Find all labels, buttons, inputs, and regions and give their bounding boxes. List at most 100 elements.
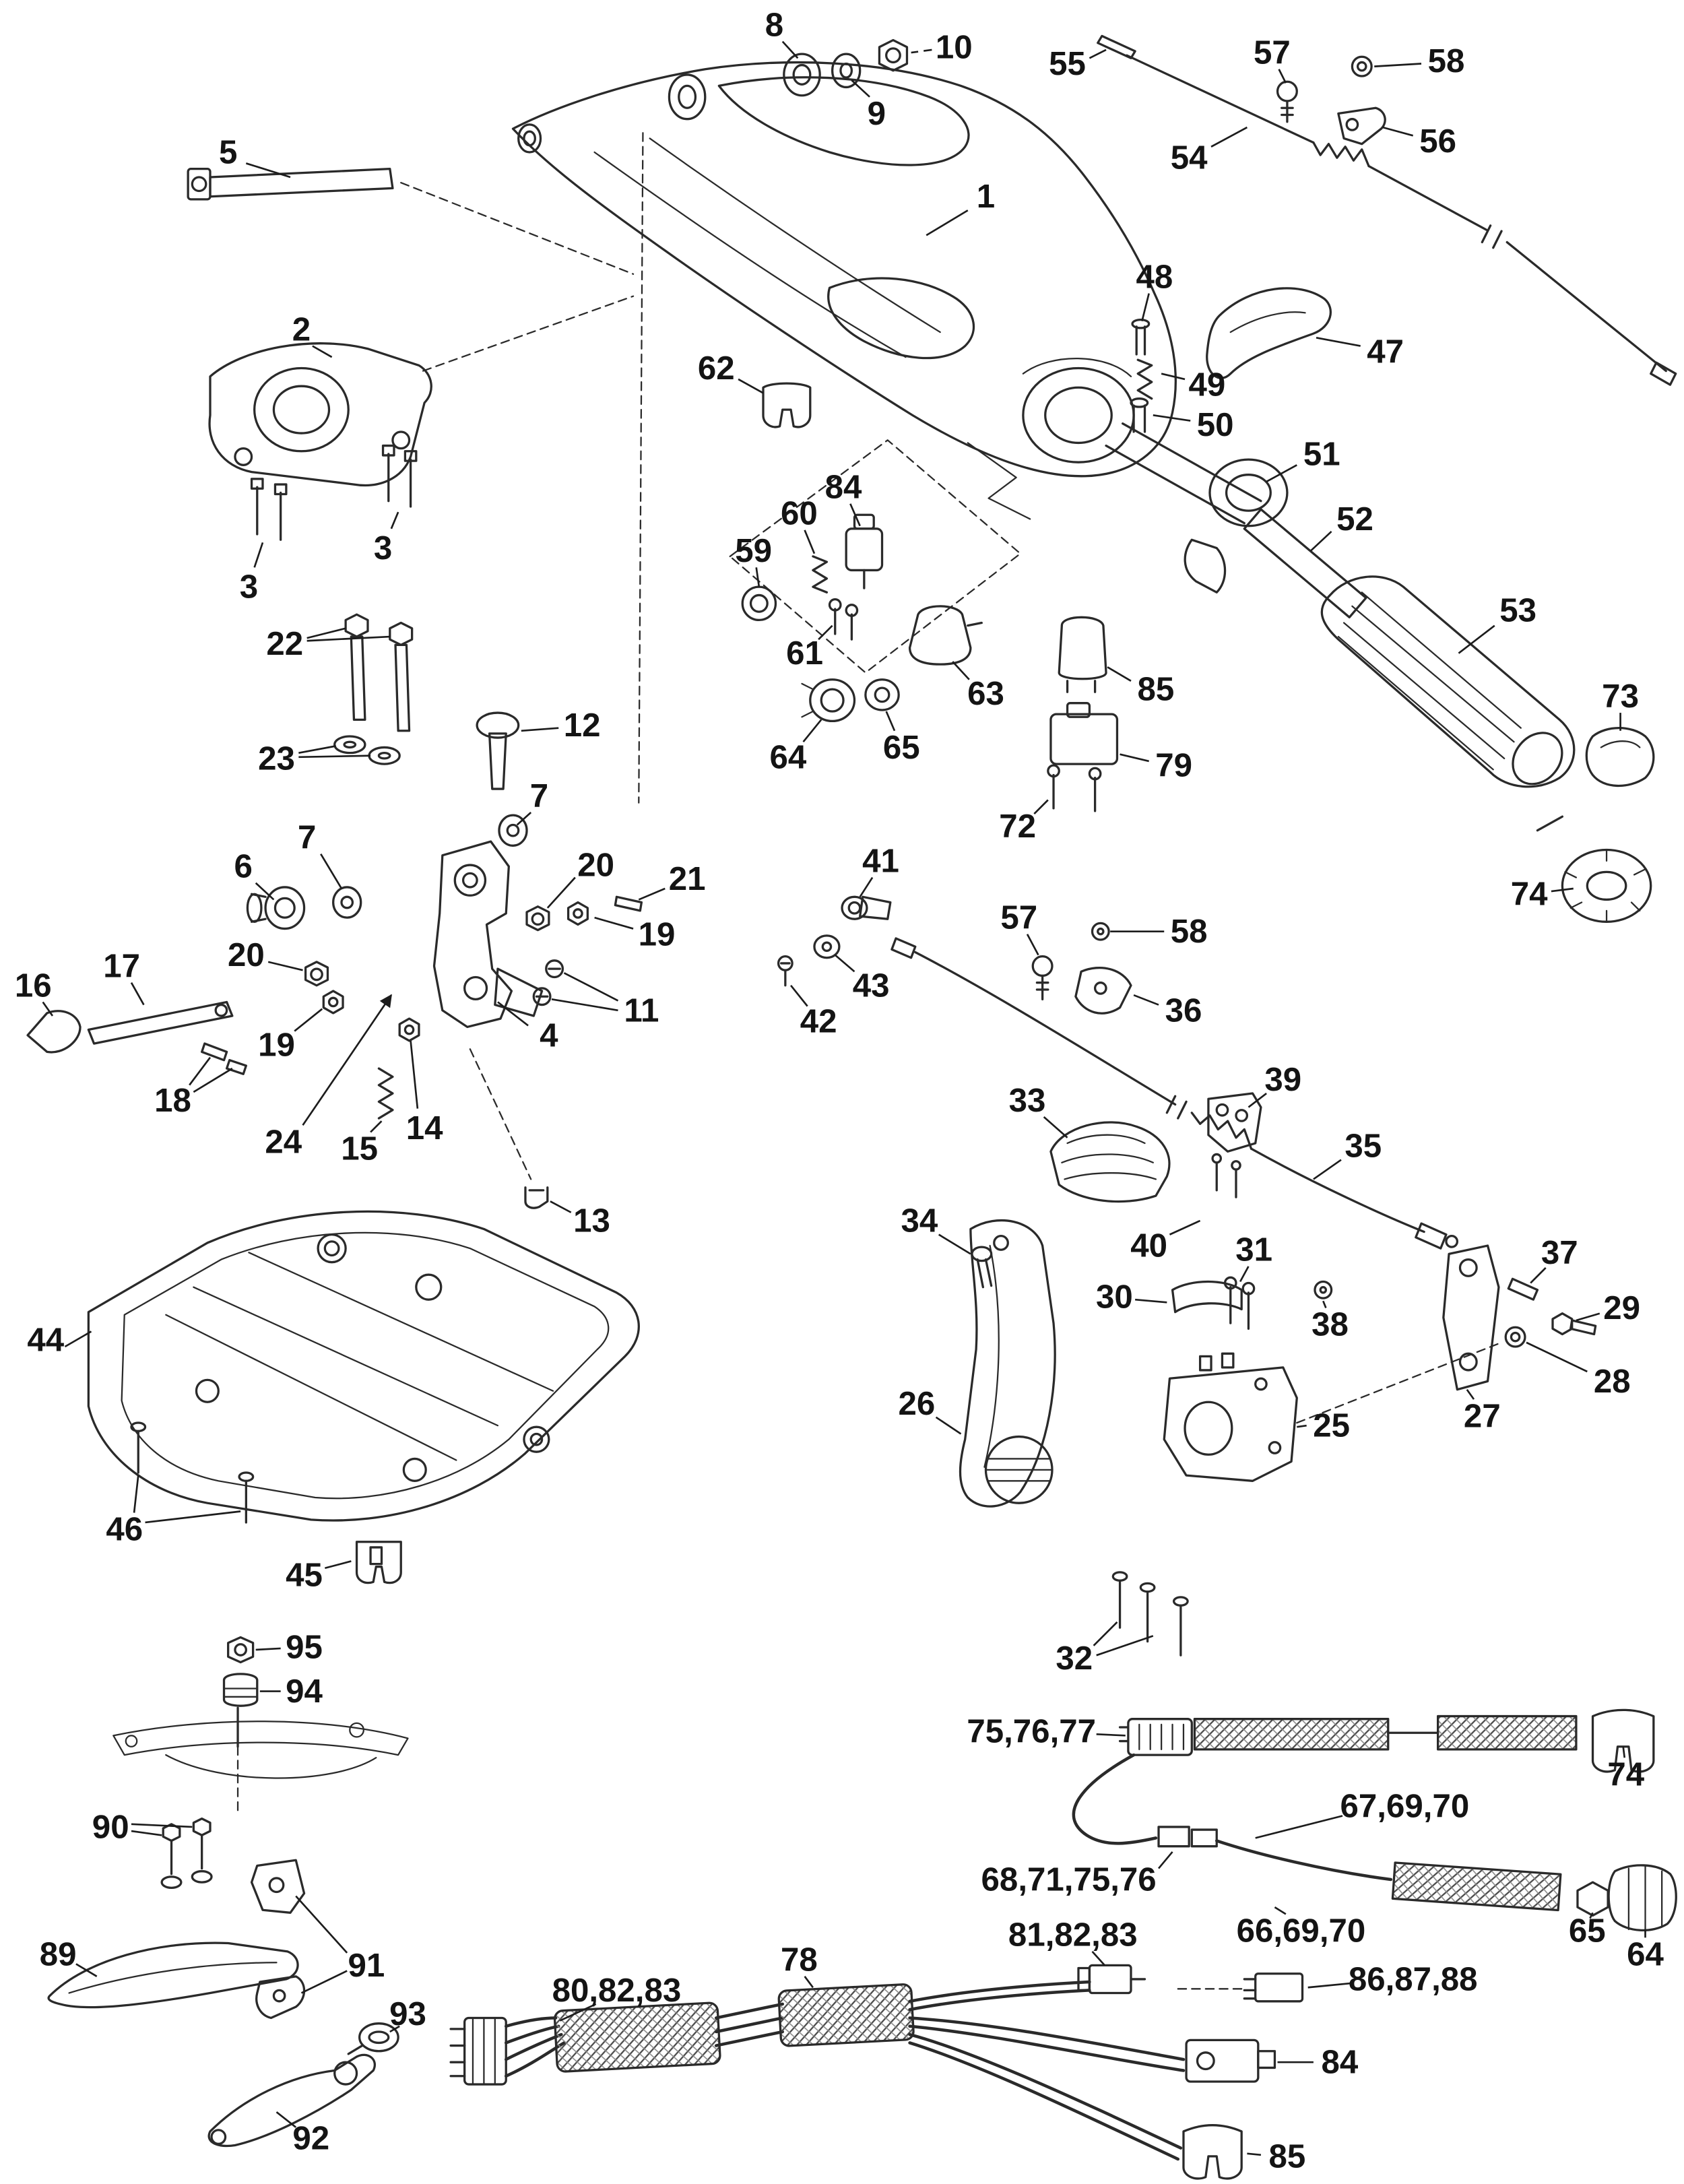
leader-line-11 bbox=[551, 998, 618, 1012]
diagram-art bbox=[26, 34, 1677, 2180]
part-throttle-cable-upper bbox=[1097, 34, 1677, 386]
leader-line-62 bbox=[738, 378, 764, 394]
callout-68-71-75-76: 68,71,75,76 bbox=[981, 1861, 1157, 1898]
callout-3: 3 bbox=[240, 569, 258, 606]
callout-64: 64 bbox=[1627, 1935, 1664, 1972]
part-harness-main bbox=[449, 1964, 1304, 2180]
callout-54: 54 bbox=[1171, 139, 1208, 176]
part-washers-nut-top bbox=[783, 38, 909, 97]
leader-line-19 bbox=[294, 1008, 323, 1032]
callout-1: 1 bbox=[977, 178, 995, 215]
leader-line-27 bbox=[1466, 1388, 1475, 1400]
part-detent-pin-spring bbox=[1130, 318, 1153, 433]
leader-line-28 bbox=[1526, 1341, 1588, 1373]
leader-line-68-71-75-76 bbox=[1158, 1851, 1173, 1869]
leader-line-26 bbox=[935, 1416, 962, 1435]
callout-24: 24 bbox=[265, 1123, 302, 1160]
callout-8: 8 bbox=[765, 6, 783, 43]
callout-48: 48 bbox=[1136, 258, 1173, 295]
part-clip-13 bbox=[524, 1186, 549, 1209]
leader-line-66-69-70 bbox=[1274, 1906, 1287, 1915]
part-steering-link-rod bbox=[26, 1000, 247, 1075]
leader-line-31 bbox=[1239, 1266, 1250, 1283]
callout-11: 11 bbox=[624, 992, 659, 1029]
part-shift-arm bbox=[959, 1219, 1056, 1508]
part-clamp-bracket bbox=[208, 342, 432, 541]
leader-line-46 bbox=[145, 1510, 241, 1524]
callout-42: 42 bbox=[800, 1003, 837, 1040]
callout-4: 4 bbox=[540, 1017, 558, 1054]
leader-line-23 bbox=[298, 754, 371, 759]
leader-line-44 bbox=[64, 1330, 92, 1348]
callout-66-69-70: 66,69,70 bbox=[1237, 1913, 1366, 1950]
leader-line-10 bbox=[911, 49, 932, 54]
callout-58: 58 bbox=[1428, 42, 1465, 79]
leader-line-22 bbox=[306, 627, 346, 639]
callout-60: 60 bbox=[781, 495, 818, 532]
leader-line-9 bbox=[851, 79, 870, 98]
leader-line-60 bbox=[804, 529, 816, 554]
callout-30: 30 bbox=[1096, 1279, 1133, 1316]
part-cable-anchor-hardware bbox=[1031, 922, 1132, 1015]
leader-line-13 bbox=[550, 1200, 572, 1213]
part-shift-bracket bbox=[1111, 1352, 1298, 1657]
callout-62: 62 bbox=[698, 350, 735, 387]
leader-line-21 bbox=[638, 887, 666, 901]
leader-line-50 bbox=[1153, 414, 1191, 422]
leader-line-18 bbox=[193, 1067, 233, 1093]
leader-line-1 bbox=[926, 210, 969, 236]
leader-line-63 bbox=[952, 661, 970, 680]
callout-19: 19 bbox=[258, 1027, 295, 1064]
part-cable-clamp bbox=[1171, 1276, 1333, 1330]
callout-53: 53 bbox=[1499, 592, 1536, 629]
part-latch-lever bbox=[1206, 287, 1332, 379]
callout-27: 27 bbox=[1464, 1397, 1501, 1434]
leader-line-42 bbox=[790, 984, 808, 1007]
leader-line-84 bbox=[849, 503, 861, 527]
callout-92: 92 bbox=[292, 2120, 329, 2157]
callout-85: 85 bbox=[1269, 2138, 1306, 2175]
leader-line-61 bbox=[818, 624, 833, 641]
leader-line-4 bbox=[497, 1001, 529, 1027]
callout-6: 6 bbox=[234, 848, 253, 885]
part-stop-switch bbox=[1047, 616, 1119, 812]
leader-line-14 bbox=[410, 1040, 419, 1109]
leader-line-91 bbox=[295, 1895, 348, 1954]
callout-7: 7 bbox=[530, 777, 548, 814]
leader-line-91 bbox=[300, 1970, 348, 1994]
callout-26: 26 bbox=[898, 1385, 935, 1422]
part-clip-62 bbox=[762, 382, 812, 428]
callout-16: 16 bbox=[15, 967, 52, 1004]
callout-58: 58 bbox=[1171, 913, 1208, 950]
callout-67-69-70: 67,69,70 bbox=[1340, 1788, 1470, 1825]
leader-line-25 bbox=[1297, 1424, 1307, 1428]
callout-43: 43 bbox=[853, 967, 890, 1004]
callout-39: 39 bbox=[1264, 1061, 1301, 1098]
callout-14: 14 bbox=[406, 1110, 443, 1147]
callout-12: 12 bbox=[564, 707, 601, 744]
callout-34: 34 bbox=[901, 1202, 938, 1240]
callout-64: 64 bbox=[770, 738, 807, 775]
callout-89: 89 bbox=[40, 1935, 77, 1972]
leader-line-29 bbox=[1576, 1312, 1600, 1322]
callout-23: 23 bbox=[258, 740, 295, 777]
callout-84: 84 bbox=[825, 469, 862, 506]
leader-line-47 bbox=[1316, 336, 1361, 347]
leader-line-48 bbox=[1141, 293, 1150, 321]
callout-29: 29 bbox=[1603, 1289, 1640, 1326]
leader-line-40 bbox=[1169, 1219, 1201, 1235]
part-pivot-pin bbox=[187, 168, 394, 201]
leader-line-80-82-83 bbox=[559, 2003, 597, 2022]
callout-94: 94 bbox=[286, 1673, 323, 1710]
leader-line-72 bbox=[1033, 799, 1049, 814]
part-tilt-lever-group bbox=[47, 1636, 409, 2148]
callout-75-76-77: 75,76,77 bbox=[967, 1713, 1096, 1750]
callout-17: 17 bbox=[103, 948, 140, 985]
part-shift-cable bbox=[890, 937, 1459, 1250]
leader-line-32 bbox=[1093, 1621, 1118, 1646]
callout-81-82-83: 81,82,83 bbox=[1008, 1917, 1138, 1954]
leader-line-49 bbox=[1161, 373, 1186, 381]
callout-56: 56 bbox=[1419, 123, 1456, 160]
leader-line-57 bbox=[1026, 934, 1039, 956]
callout-50: 50 bbox=[1197, 406, 1234, 443]
